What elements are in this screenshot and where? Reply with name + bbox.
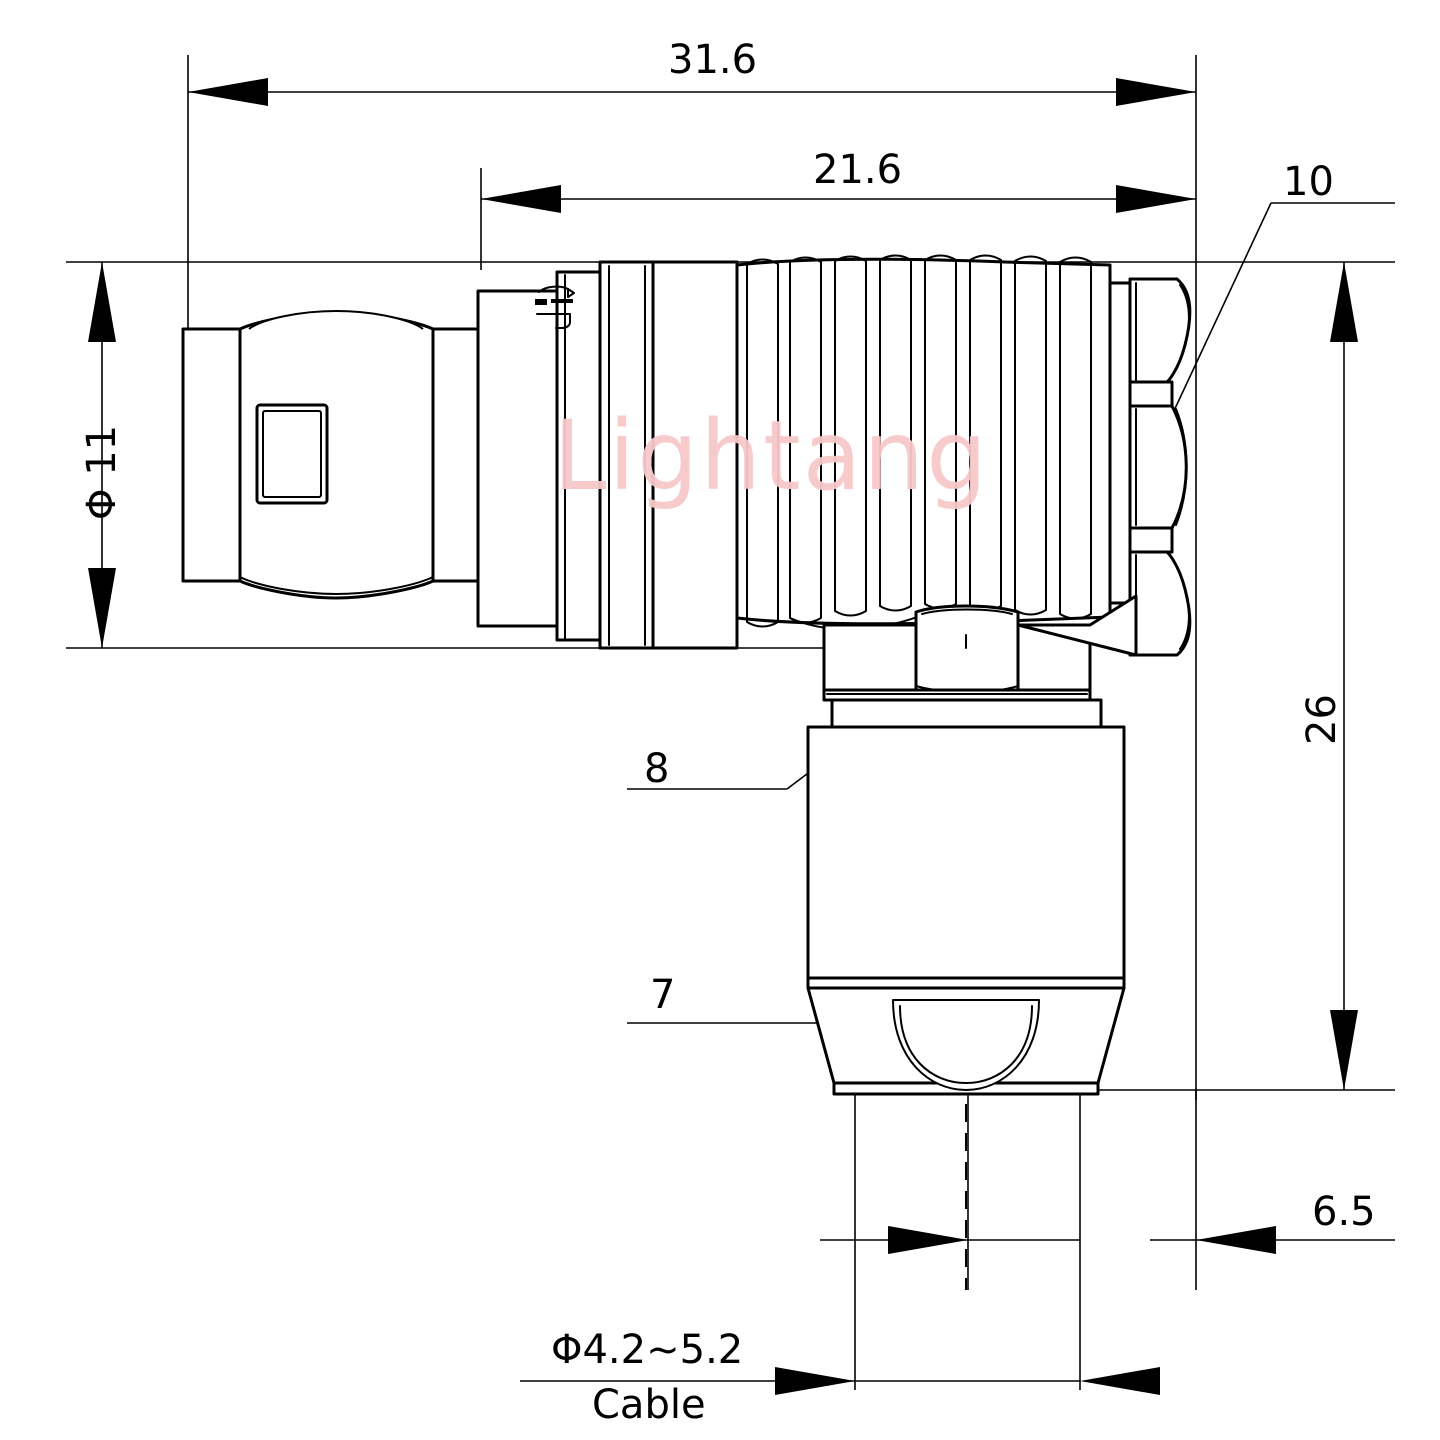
elbow-hex-nut xyxy=(822,594,1138,702)
plug-collar xyxy=(476,260,655,650)
dimension-front-diameter xyxy=(88,262,116,648)
dimension-overall-length xyxy=(188,78,1196,106)
extension-lines xyxy=(66,55,1395,1390)
dimension-label-front-diameter: Φ 11 xyxy=(79,424,125,520)
dimension-label-overall-height: 26 xyxy=(1299,694,1345,745)
body-marking xyxy=(535,285,575,329)
dimension-cable-diameter xyxy=(520,1226,1160,1395)
latch-collar xyxy=(1108,277,1192,657)
dimension-label-body-length: 21.6 xyxy=(813,147,903,193)
dimension-body-length xyxy=(481,185,1196,213)
gland-neck xyxy=(830,698,1103,729)
dimension-label-back-offset: 6.5 xyxy=(1312,1189,1376,1235)
dimension-overall-height xyxy=(1330,262,1358,1090)
plug-front-barrel xyxy=(181,310,480,600)
dimension-back-offset xyxy=(1150,1226,1395,1254)
dimension-label-cable-diameter: Φ4.2~5.2 xyxy=(551,1327,744,1373)
dimension-label-cable-sublabel: Cable xyxy=(592,1382,706,1428)
cable-gland-body xyxy=(806,725,1126,1096)
dimension-label-overall-length: 31.6 xyxy=(668,37,758,83)
callout-label-8: 8 xyxy=(644,746,670,792)
bellows-strain-relief xyxy=(651,254,1112,650)
callout-label-7: 7 xyxy=(650,972,676,1018)
callout-label-10: 10 xyxy=(1283,159,1334,205)
